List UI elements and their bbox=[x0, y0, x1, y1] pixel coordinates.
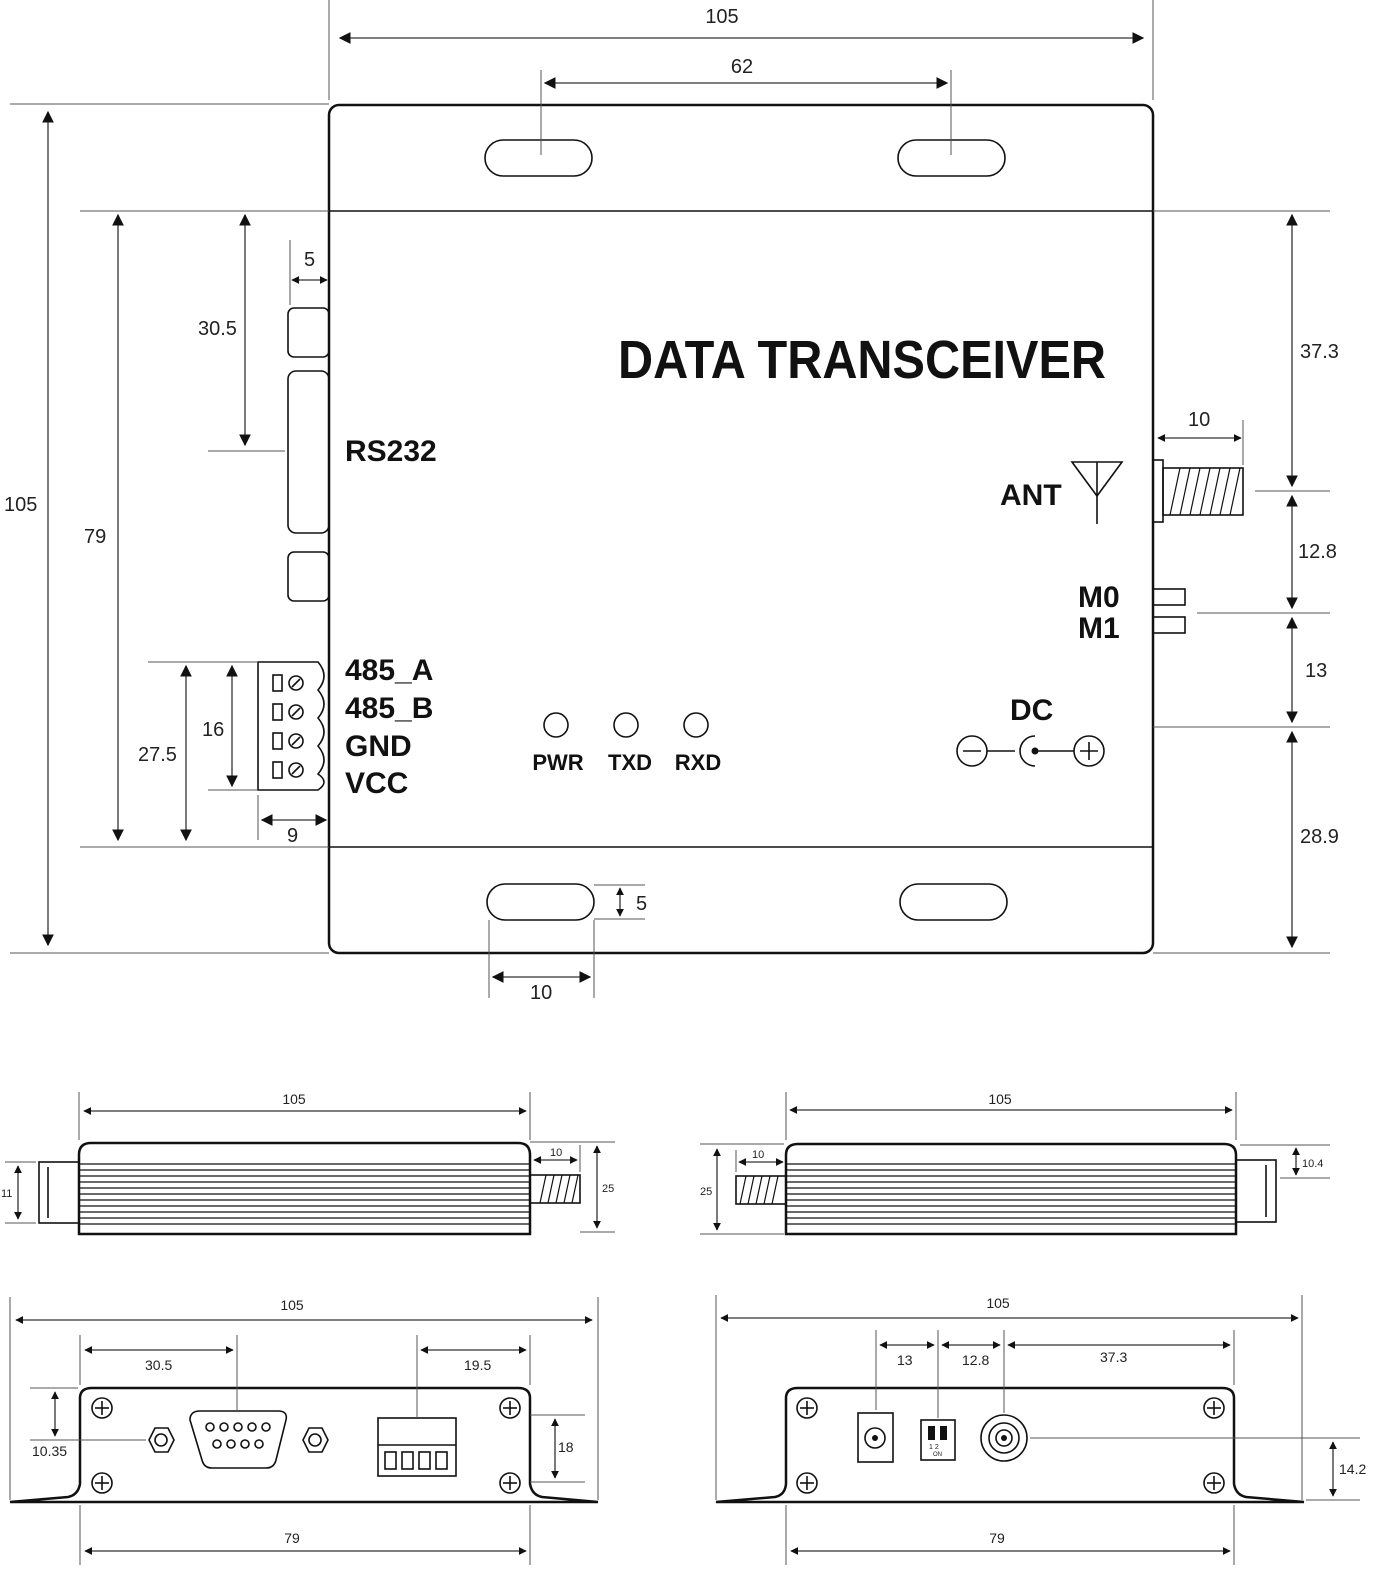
top-view: DATA TRANSCEIVER RS232 ANT M0 M1 DC 485_… bbox=[4, 0, 1339, 1004]
hex-nut-icon bbox=[148, 1427, 175, 1453]
side-left-dim-ant: 10 bbox=[550, 1147, 562, 1159]
front-view-right: 1 2 ON 105 13 12.8 37.3 14.2 79 bbox=[715, 1295, 1366, 1565]
front-left-dim-inner-width: 79 bbox=[284, 1530, 300, 1546]
side-right-dim-width: 105 bbox=[988, 1091, 1012, 1107]
front-left-dim-terminal-height: 18 bbox=[558, 1439, 574, 1455]
dim-inner-height: 79 bbox=[84, 526, 106, 548]
side-body bbox=[784, 1142, 1238, 1236]
side-left-dim-width: 105 bbox=[282, 1091, 306, 1107]
rs232-label: RS232 bbox=[345, 435, 437, 468]
pin-vcc-label: VCC bbox=[345, 767, 408, 800]
mounting-slot bbox=[484, 139, 593, 177]
m0-label: M0 bbox=[1078, 581, 1120, 614]
dim-ant-to-switch: 12.8 bbox=[1298, 541, 1337, 563]
dim-rs232-depth: 5 bbox=[304, 249, 315, 271]
rs232-screw-post bbox=[287, 307, 330, 358]
front-body bbox=[715, 1386, 1305, 1504]
front-left-dim-width: 105 bbox=[280, 1297, 304, 1313]
ant-label: ANT bbox=[1000, 479, 1062, 512]
side-right-dim-height: 25 bbox=[700, 1186, 712, 1198]
dc-jack-icon bbox=[857, 1412, 894, 1463]
dim-ant-length: 10 bbox=[1188, 409, 1210, 431]
dip-switch-on: ON bbox=[933, 1452, 942, 1458]
dim-terminal-span: 27.5 bbox=[138, 744, 177, 766]
front-right-dim-ant-offset: 37.3 bbox=[1100, 1349, 1127, 1365]
pin-gnd-label: GND bbox=[345, 730, 412, 763]
side-view-right: 105 10 25 10.4 bbox=[700, 1091, 1330, 1236]
mounting-slot bbox=[486, 883, 595, 921]
terminal-screw bbox=[272, 732, 304, 750]
dim-rs232-offset: 30.5 bbox=[198, 318, 237, 340]
switch-m1 bbox=[1152, 616, 1186, 634]
dim-height: 105 bbox=[4, 494, 37, 516]
screw-icon bbox=[499, 1472, 521, 1494]
dip-switch-icon: 1 2 ON bbox=[920, 1419, 956, 1461]
dim-dc-offset: 28.9 bbox=[1300, 826, 1339, 848]
hex-nut-icon bbox=[302, 1427, 329, 1453]
side-terminal-block bbox=[38, 1161, 80, 1224]
side-left-dim-terminal: 11 bbox=[1, 1188, 12, 1200]
dim-terminal-depth: 9 bbox=[287, 825, 298, 847]
antenna-icon bbox=[1070, 461, 1124, 524]
terminal-screw bbox=[272, 703, 304, 721]
pin-485b-label: 485_B bbox=[345, 692, 433, 725]
terminal-screw bbox=[272, 674, 304, 692]
device-title: DATA TRANSCEIVER bbox=[618, 330, 1106, 390]
side-view-left: 105 10 25 11 bbox=[1, 1091, 615, 1236]
screw-icon bbox=[796, 1397, 818, 1419]
antenna-sma-icon bbox=[980, 1414, 1028, 1462]
front-right-dim-width: 105 bbox=[986, 1295, 1010, 1311]
front-left-dim-height-offset: 10.35 bbox=[32, 1443, 67, 1459]
side-antenna bbox=[735, 1175, 787, 1205]
m1-label: M1 bbox=[1078, 612, 1120, 645]
screw-icon bbox=[1203, 1472, 1225, 1494]
antenna-connector bbox=[1152, 459, 1244, 523]
terminal-screw bbox=[272, 761, 304, 779]
led-pwr-indicator bbox=[543, 712, 569, 738]
front-view-left: 105 30.5 19.5 10.35 18 79 bbox=[9, 1297, 599, 1565]
dim-slot-width: 10 bbox=[530, 982, 552, 1004]
led-pwr-label: PWR bbox=[532, 750, 583, 775]
front-right-dim-dc-gap: 13 bbox=[897, 1352, 913, 1368]
front-right-dim-ant-height: 14.2 bbox=[1339, 1461, 1366, 1477]
front-right-dim-inner-width: 79 bbox=[989, 1530, 1005, 1546]
pin-485a-label: 485_A bbox=[345, 654, 433, 687]
device-body bbox=[327, 103, 1155, 955]
terminal-block bbox=[257, 661, 325, 791]
dim-ant-offset: 37.3 bbox=[1300, 341, 1339, 363]
db9-port-icon bbox=[189, 1410, 288, 1469]
screw-icon bbox=[91, 1397, 113, 1419]
rs232-screw-post bbox=[287, 551, 330, 602]
front-left-dim-rs232: 30.5 bbox=[145, 1357, 172, 1373]
led-txd-label: TXD bbox=[608, 750, 652, 775]
dim-slot-spacing: 62 bbox=[731, 56, 753, 78]
dim-terminal-pitch: 16 bbox=[202, 719, 224, 741]
screw-icon bbox=[499, 1397, 521, 1419]
screw-icon bbox=[91, 1472, 113, 1494]
dc-label: DC bbox=[1010, 694, 1053, 727]
screw-icon bbox=[796, 1472, 818, 1494]
side-right-dim-ant: 10 bbox=[752, 1149, 764, 1161]
side-left-dim-height: 25 bbox=[602, 1183, 614, 1195]
mounting-slot bbox=[899, 883, 1008, 921]
led-rxd-label: RXD bbox=[675, 750, 721, 775]
dip-switch-numbers: 1 2 bbox=[929, 1444, 939, 1451]
front-right-dim-switch-gap: 12.8 bbox=[962, 1352, 989, 1368]
screw-icon bbox=[1203, 1397, 1225, 1419]
front-left-dim-terminal: 19.5 bbox=[464, 1357, 491, 1373]
side-right-dim-terminal: 10.4 bbox=[1302, 1158, 1323, 1170]
side-terminal-block bbox=[1235, 1159, 1277, 1223]
dim-switch-to-dc: 13 bbox=[1305, 660, 1327, 682]
rs232-connector bbox=[287, 370, 330, 534]
dc-polarity-icon bbox=[956, 735, 1105, 767]
switch-m0 bbox=[1152, 588, 1186, 606]
dim-slot-height: 5 bbox=[636, 893, 647, 915]
led-rxd-indicator bbox=[683, 712, 709, 738]
led-txd-indicator bbox=[613, 712, 639, 738]
front-body bbox=[9, 1386, 599, 1504]
side-antenna bbox=[529, 1174, 581, 1204]
dim-width: 105 bbox=[705, 6, 738, 28]
